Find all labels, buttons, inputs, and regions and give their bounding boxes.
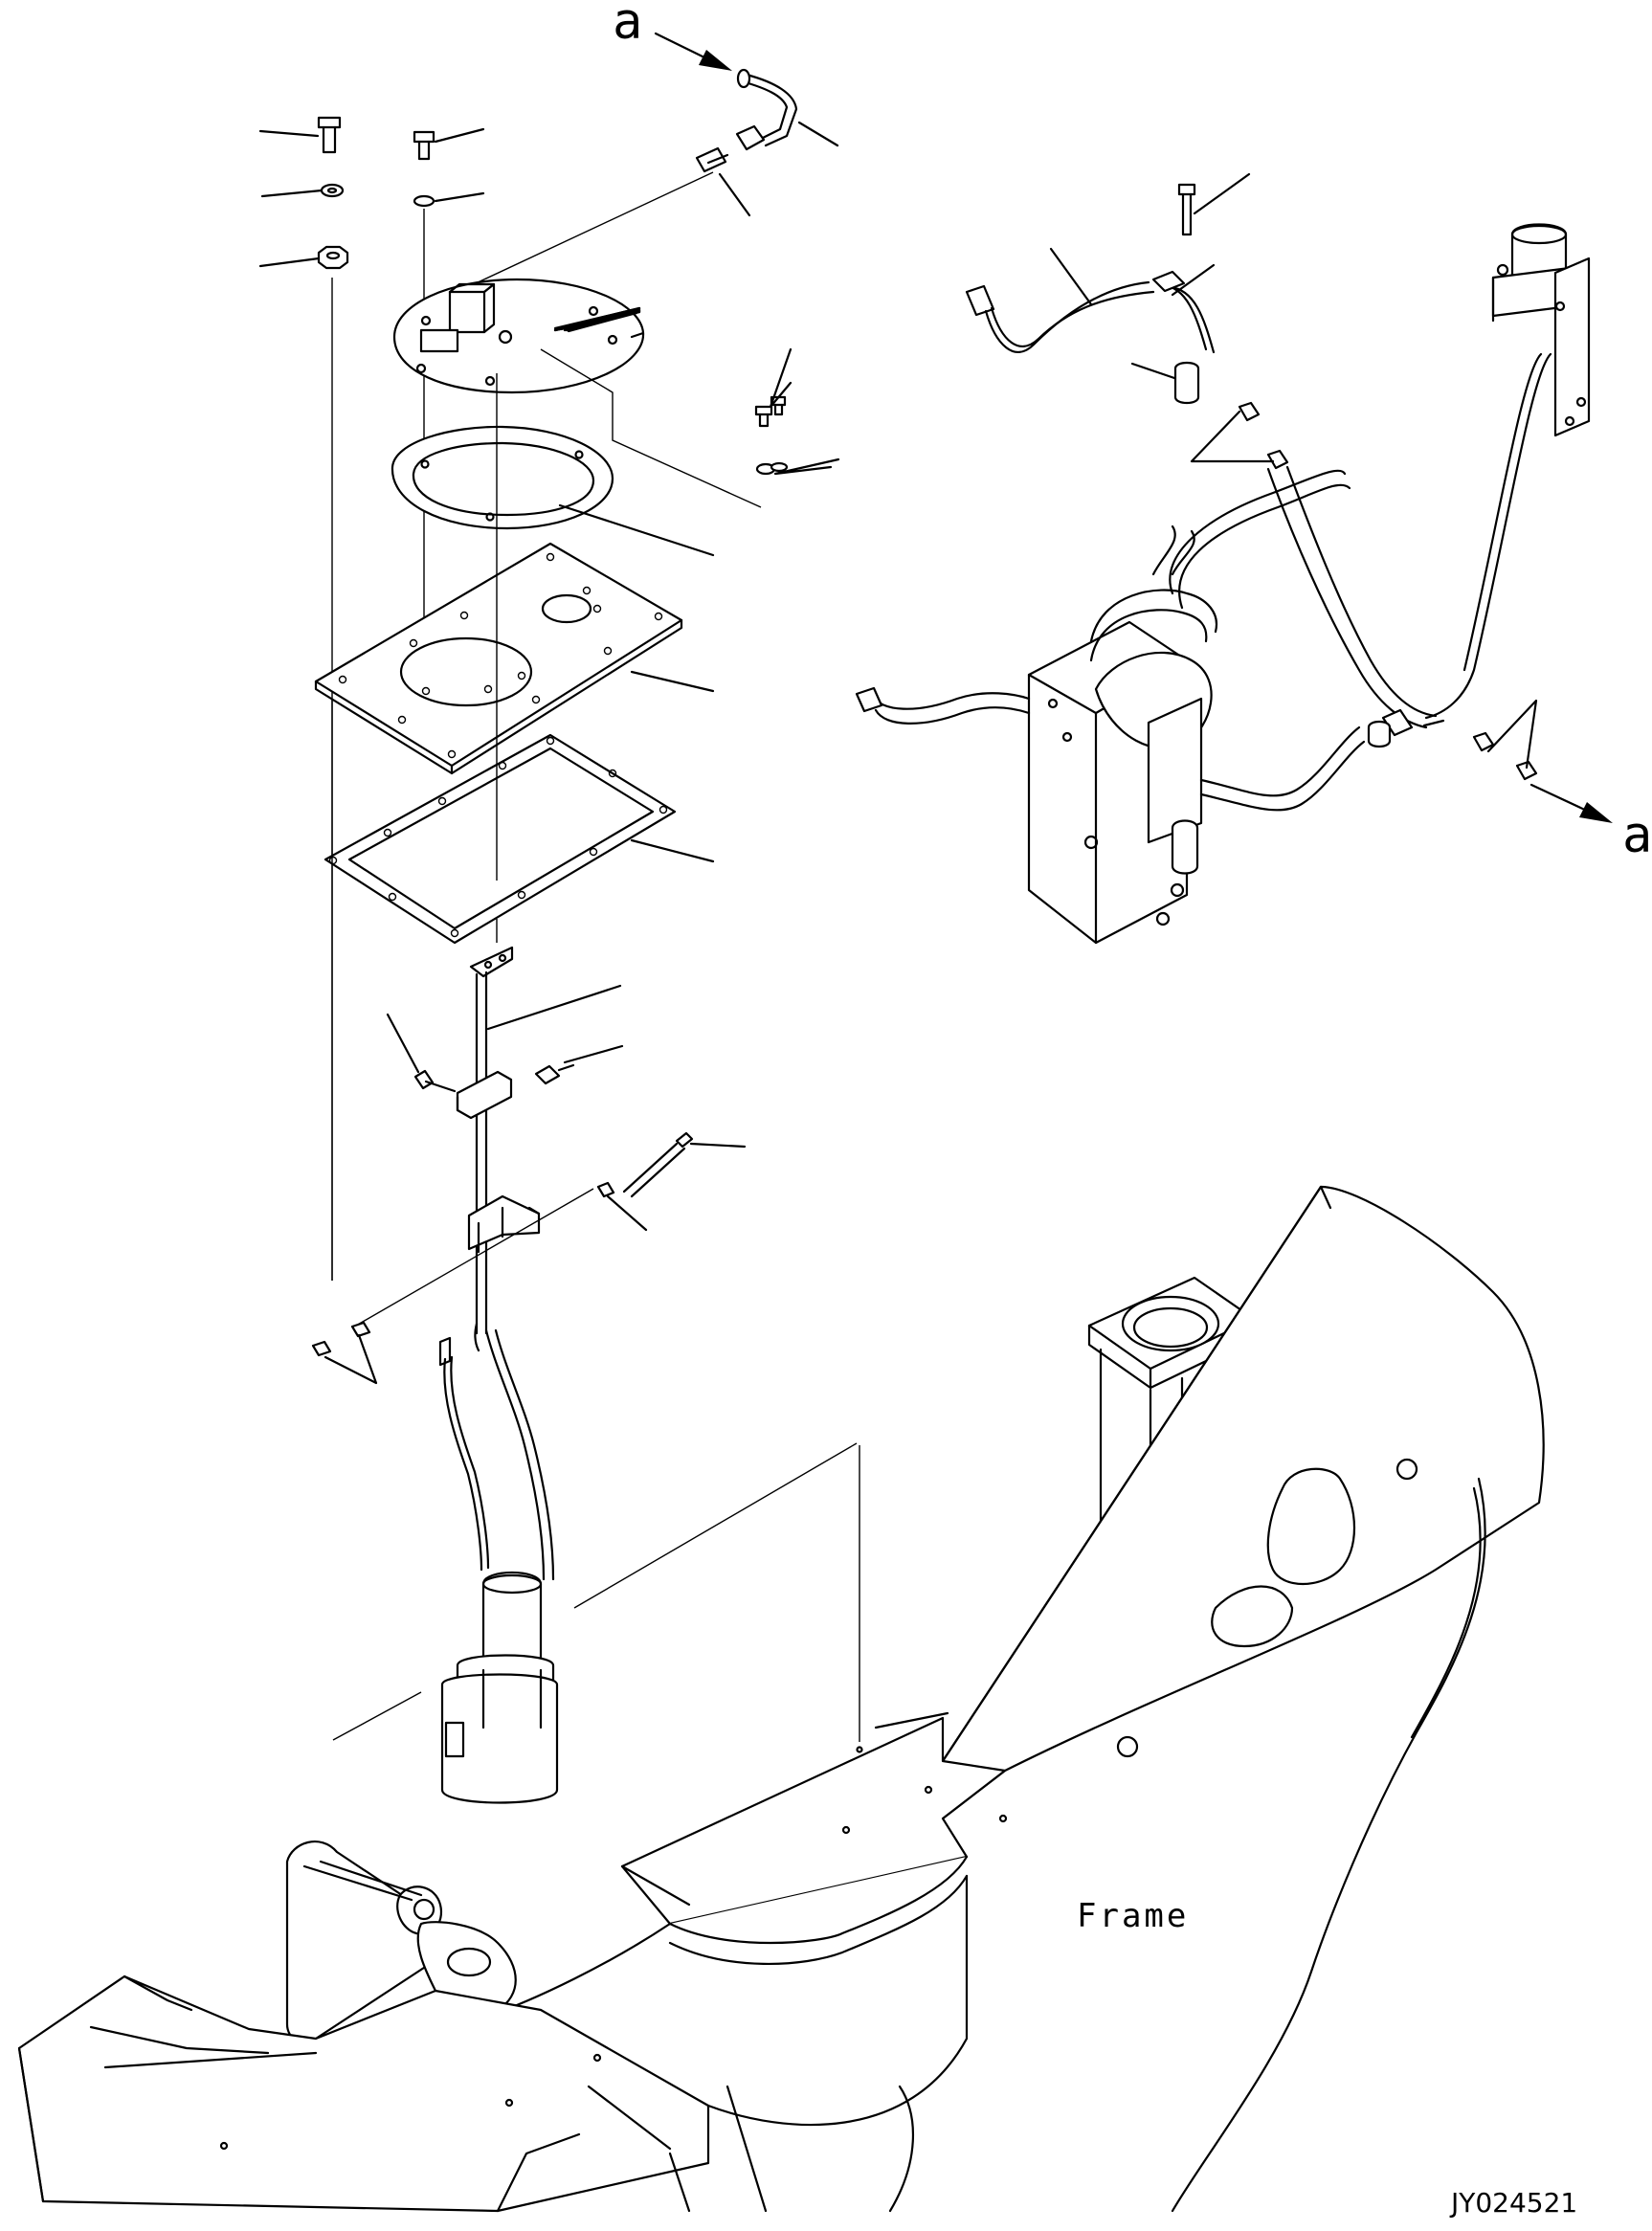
view-a-label-top: a xyxy=(613,0,642,51)
drawing-code: JY024521 xyxy=(1449,2187,1577,2219)
small-nuts-group xyxy=(313,1323,376,1383)
sender-flange-plate xyxy=(394,172,761,507)
frame-label: Frame xyxy=(1077,1897,1189,1935)
view-a-arrow-top xyxy=(656,33,732,71)
fuel-return-elbow xyxy=(697,70,837,215)
left-bolt-stack xyxy=(260,118,347,1281)
fuel-tank-sender-unit xyxy=(333,1324,862,1803)
rectangular-cover-plate xyxy=(316,544,713,773)
small-bolts-pair xyxy=(756,349,838,474)
sender-rod-bracket xyxy=(356,948,745,1333)
harness-with-clip xyxy=(967,174,1287,468)
auxiliary-tank-pump xyxy=(1493,225,1589,436)
main-pump-assembly xyxy=(857,471,1364,943)
view-a-arrow-right xyxy=(1531,785,1613,823)
machine-frame xyxy=(19,1187,1544,2211)
rectangular-gasket xyxy=(325,735,713,943)
view-a-label-right: a xyxy=(1622,807,1652,864)
fuel-line-long xyxy=(1268,354,1551,779)
ring-gasket xyxy=(392,427,713,555)
